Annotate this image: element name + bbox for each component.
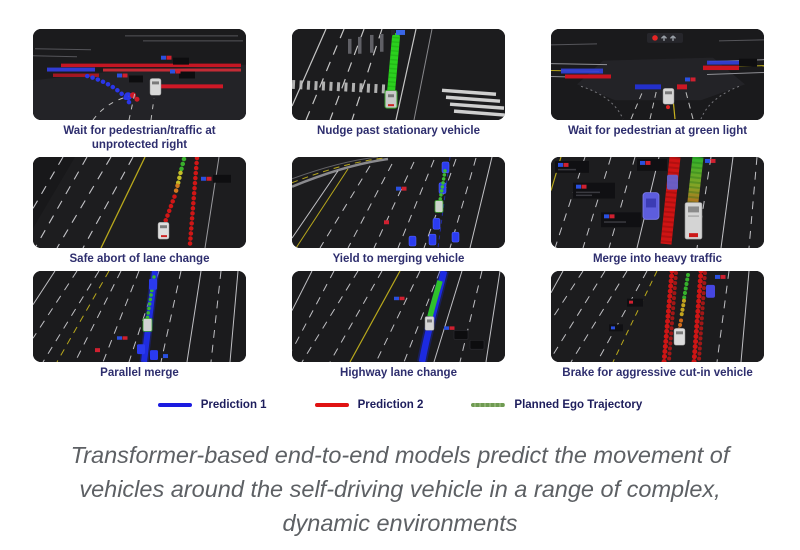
legend-item-prediction-1: Prediction 1 <box>157 399 267 411</box>
legend: Prediction 1 Prediction 2 Planned Ego Tr… <box>0 399 800 411</box>
legend-item-prediction-2: Prediction 2 <box>314 399 424 411</box>
tile-caption: Wait for pedestrian/traffic at unprotect… <box>63 125 216 151</box>
legend-label: Prediction 2 <box>357 399 424 411</box>
figure-caption: Transformer-based end-to-end models pred… <box>0 438 800 540</box>
scenario-tile: Safe abort of lane change <box>33 157 246 266</box>
figure-caption-line: dynamic environments <box>282 510 518 536</box>
scenario-tile: Nudge past stationary vehicle <box>292 29 505 152</box>
figure-caption-line: Transformer-based end-to-end models pred… <box>70 442 730 468</box>
scene-nudge-stationary-vehicle <box>292 29 505 120</box>
scene-parallel-merge <box>33 271 246 362</box>
prediction-2-line-swatch <box>314 402 349 408</box>
tile-caption: Highway lane change <box>340 367 457 379</box>
scenario-tile: Wait for pedestrian/traffic at unprotect… <box>33 29 246 152</box>
scenario-tile: Wait for pedestrian at green light <box>551 29 764 152</box>
scenario-tile: Brake for aggressive cut-in vehicle <box>551 271 764 380</box>
scenario-tile: Yield to merging vehicle <box>292 157 505 266</box>
scenario-tile: Merge into heavy traffic <box>551 157 764 266</box>
tile-caption: Merge into heavy traffic <box>592 253 723 265</box>
scene-highway-lane-change <box>292 271 505 362</box>
tile-caption: Wait for pedestrian at green light <box>567 125 748 137</box>
scene-wait-unprotected-right <box>33 29 246 120</box>
scene-merge-heavy-traffic <box>551 157 764 248</box>
figure-caption-line: vehicles around the self-driving vehicle… <box>79 476 721 502</box>
tile-caption: Nudge past stationary vehicle <box>317 125 480 137</box>
scenario-grid: Wait for pedestrian/traffic at unprotect… <box>33 29 764 385</box>
scenario-tile: Parallel merge <box>33 271 246 380</box>
scenario-tile: Highway lane change <box>292 271 505 380</box>
scene-yield-merging-vehicle <box>292 157 505 248</box>
scene-wait-pedestrian-green-light <box>551 29 764 120</box>
legend-item-planned-ego-trajectory: Planned Ego Trajectory <box>471 399 642 411</box>
scene-safe-abort-lane-change <box>33 157 246 248</box>
legend-label: Prediction 1 <box>200 399 267 411</box>
tile-caption: Parallel merge <box>100 367 179 379</box>
prediction-1-line-swatch <box>157 402 192 408</box>
tile-caption: Brake for aggressive cut-in vehicle <box>562 367 753 379</box>
scene-brake-cut-in-vehicle <box>551 271 764 362</box>
legend-label: Planned Ego Trajectory <box>514 399 643 411</box>
tile-caption: Yield to merging vehicle <box>332 253 465 265</box>
tile-caption: Safe abort of lane change <box>69 253 210 265</box>
planned-ego-trajectory-line-swatch <box>471 402 506 408</box>
